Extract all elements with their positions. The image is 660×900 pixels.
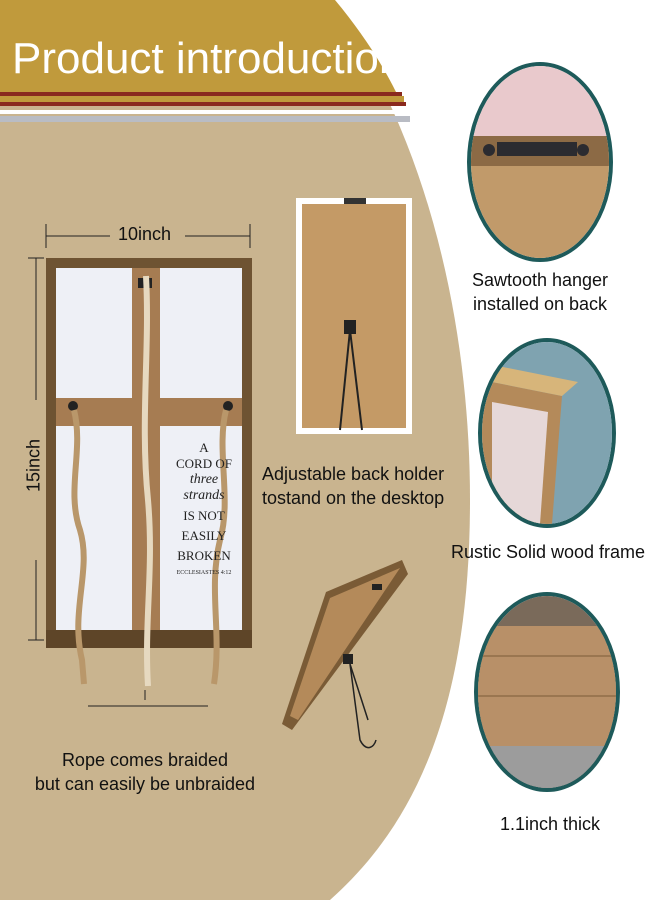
inscription-line: EASILY xyxy=(181,528,227,543)
frame-caption: Rustic Solid wood frame xyxy=(450,542,646,562)
thickness-circle xyxy=(474,592,620,792)
rope-line-1: Rope comes braided xyxy=(61,750,229,770)
inscription-line: BROKEN xyxy=(177,548,231,563)
rope-left xyxy=(71,409,87,685)
gold-banner xyxy=(0,0,396,92)
thickness-image xyxy=(478,596,616,788)
back-holder-line-2: tostand on the desktop xyxy=(262,488,445,508)
rope-line-2: but can easily be unbraided xyxy=(34,774,256,794)
frame-corner-circle xyxy=(478,338,616,528)
inscription-line: ECCLESIASTES 4:12 xyxy=(176,570,232,576)
red-stripe-2 xyxy=(0,102,406,106)
white-stripe xyxy=(0,110,408,114)
width-label: 10inch xyxy=(118,224,172,244)
hanger-line-1: Sawtooth hanger xyxy=(471,270,609,290)
rope-caption: Rope comes braided but can easily be unb… xyxy=(30,748,260,796)
inscription-line: IS NOT xyxy=(183,508,225,523)
inscription: A CORD OF three strands IS NOT EASILY BR… xyxy=(166,440,242,576)
back-holder-caption: Adjustable back holder tostand on the de… xyxy=(262,462,458,510)
frame-corner-image xyxy=(482,342,612,524)
cross-horizontal xyxy=(56,398,242,426)
grey-stripe xyxy=(0,116,410,122)
inscription-line: A xyxy=(199,440,209,455)
rope-right xyxy=(211,409,229,685)
inscription-line: strands xyxy=(183,488,225,503)
back-holder-line-1: Adjustable back holder xyxy=(262,464,445,484)
inscription-line: three xyxy=(189,472,219,487)
page-title: Product introduction xyxy=(12,34,404,83)
hanger-detail-image xyxy=(471,66,609,258)
hanger-detail-circle xyxy=(467,62,613,262)
inscription-line: CORD OF xyxy=(176,456,232,471)
hanger-line-2: installed on back xyxy=(472,294,608,314)
red-stripe xyxy=(0,92,402,96)
gold-stripe xyxy=(0,96,404,102)
rope-center xyxy=(141,275,153,687)
hanger-caption: Sawtooth hanger installed on back xyxy=(450,268,630,316)
thick-caption: 1.1inch thick xyxy=(499,814,601,834)
